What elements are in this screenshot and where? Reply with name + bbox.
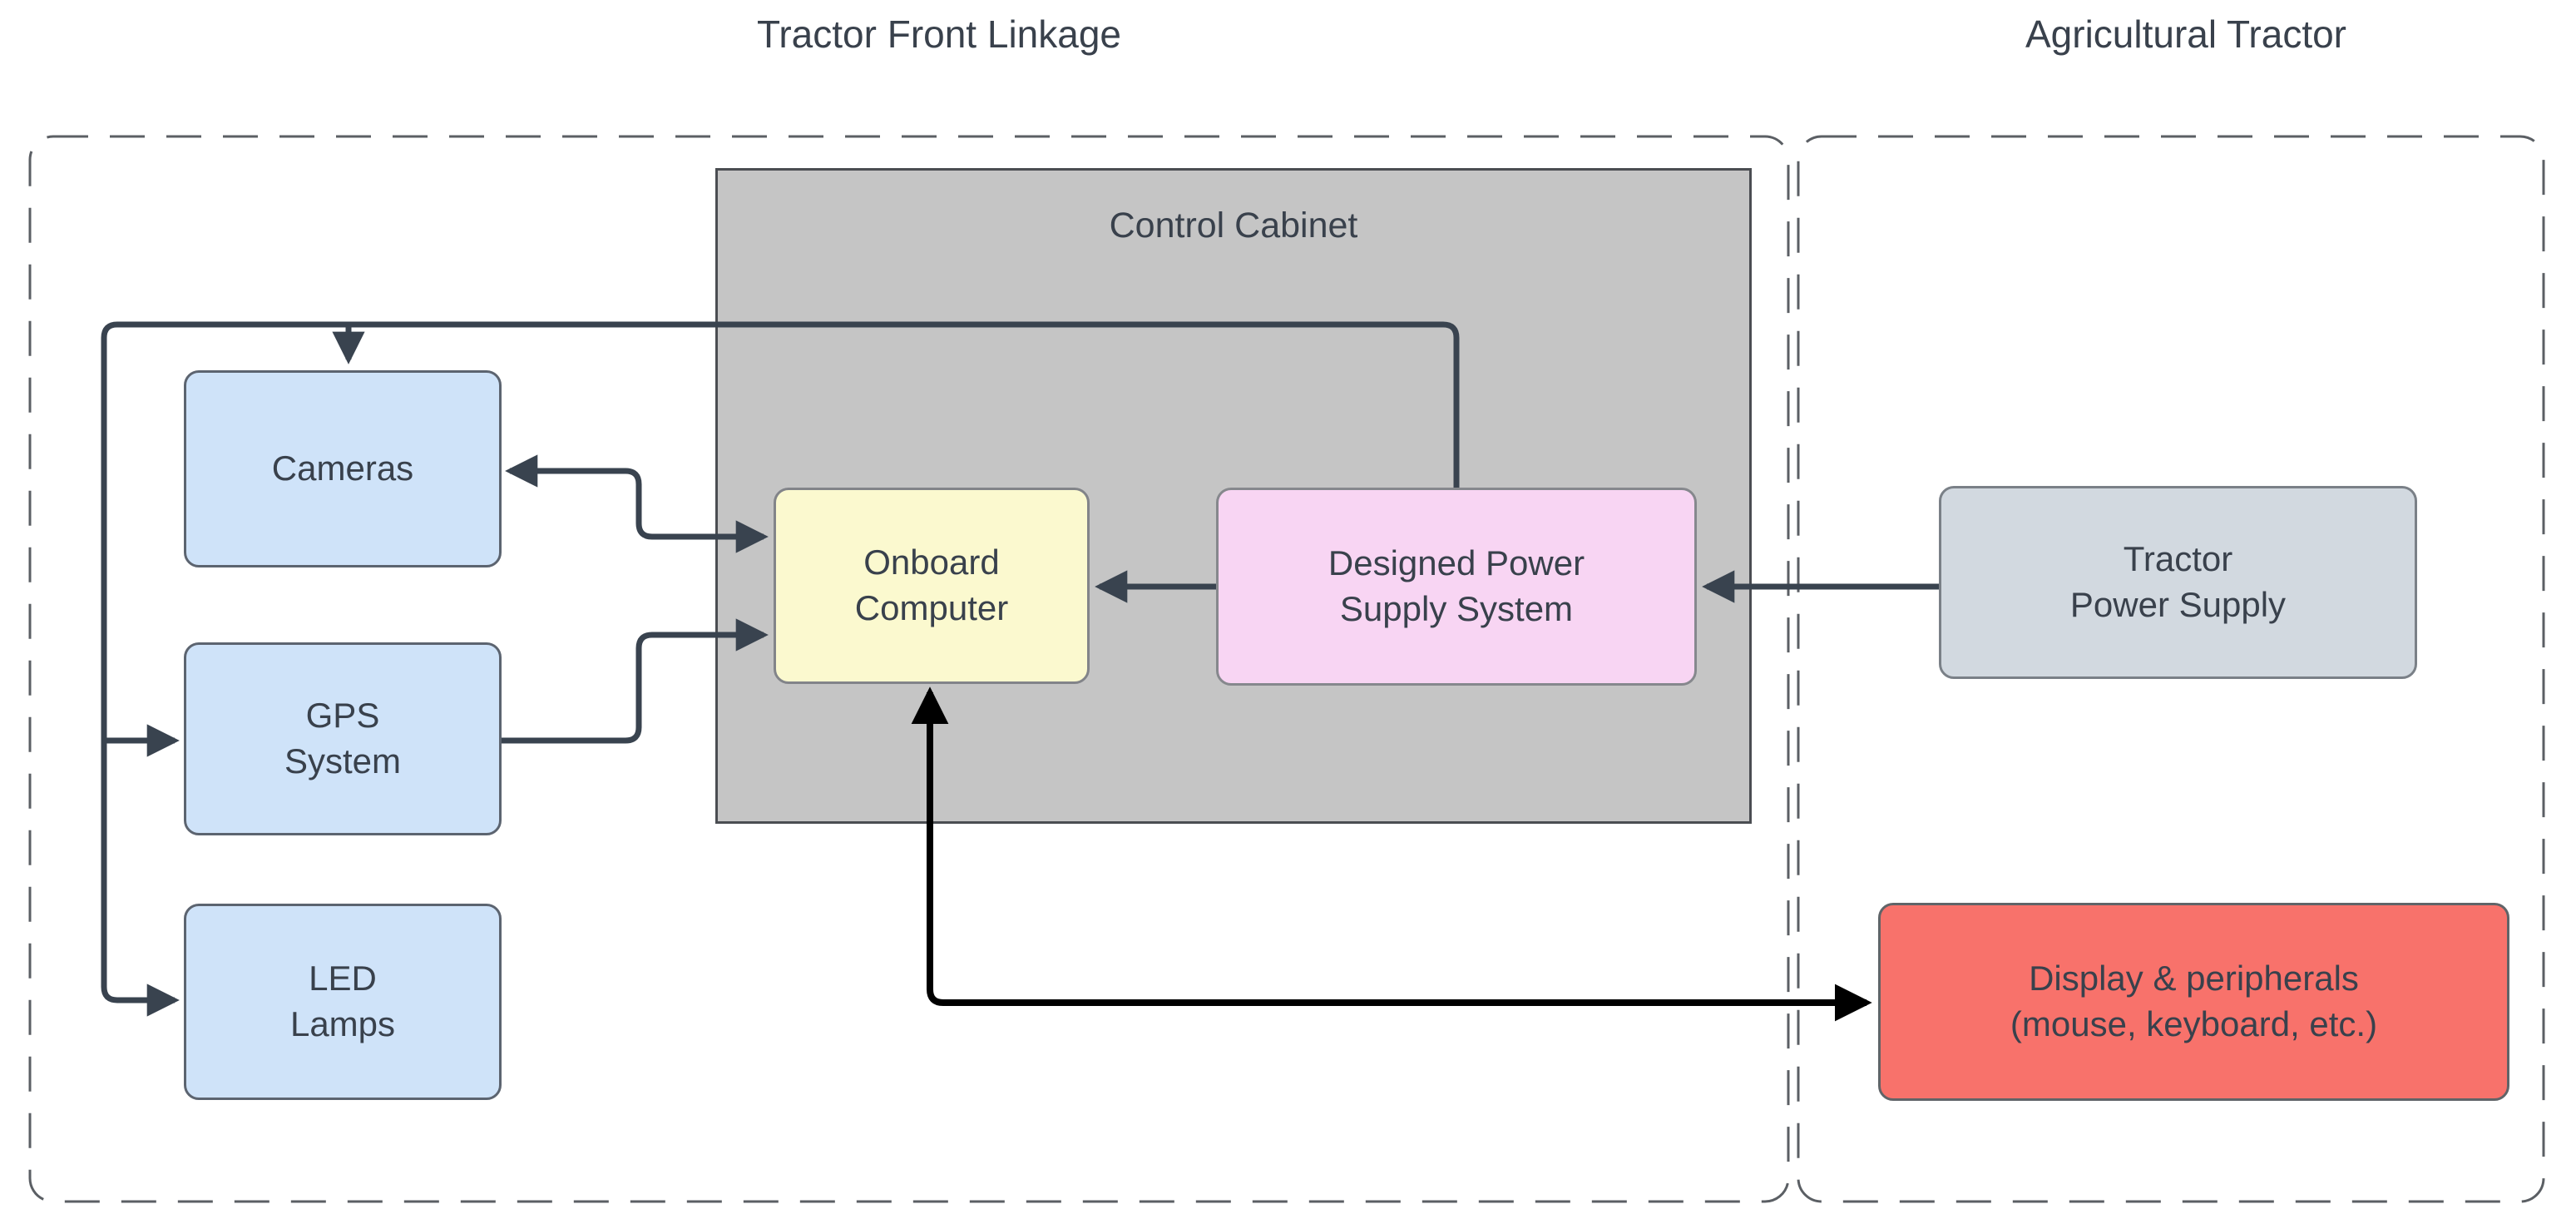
agricultural-tractor-region-border	[1797, 135, 2545, 1203]
arrow-cameras-onboard-computer	[505, 454, 769, 553]
onboard-computer-node: Onboard Computer	[774, 488, 1090, 684]
front-linkage-title: Tractor Front Linkage	[756, 12, 1122, 56]
arrow-gps-to-onboard-computer	[502, 618, 769, 744]
front-linkage-region-border	[28, 135, 1790, 1203]
gps-system-node: GPS System	[184, 642, 502, 835]
arrow-power-trunk	[101, 321, 1460, 1017]
arrow-onboard-computer-display	[911, 686, 1872, 1022]
tractor-power-supply-node: Tractor Power Supply	[1939, 486, 2417, 679]
cameras-node: Cameras	[184, 370, 502, 567]
display-peripherals-node: Display & peripherals (mouse, keyboard, …	[1878, 903, 2509, 1101]
agricultural-tractor-title: Agricultural Tractor	[2025, 12, 2346, 56]
designed-power-supply-system-node: Designed Power Supply System	[1216, 488, 1697, 686]
control-cabinet-label: Control Cabinet	[1109, 206, 1358, 245]
led-lamps-node: LED Lamps	[184, 904, 502, 1100]
